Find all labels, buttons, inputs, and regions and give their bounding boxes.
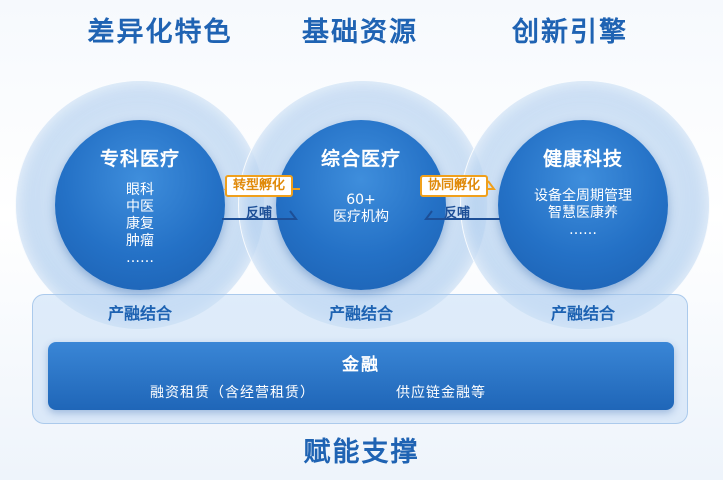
- heading-base-resources: 基础资源: [302, 17, 418, 48]
- list-item: 60+: [346, 192, 376, 208]
- tag-collab-incubation: 协同孵化: [420, 175, 489, 197]
- fusion-label-right: 产融结合: [550, 304, 615, 323]
- circle-general-medical: 综合医疗 60+ 医疗机构: [276, 120, 446, 290]
- fusion-label-left: 产融结合: [107, 304, 172, 323]
- circle-items: 60+ 医疗机构: [276, 192, 446, 226]
- circle-title: 健康科技: [542, 148, 623, 170]
- list-item: ……: [569, 222, 597, 238]
- fusion-label-center: 产融结合: [328, 304, 393, 323]
- list-item: 设备全周期管理: [534, 188, 632, 204]
- list-item: 智慧医康养: [548, 205, 618, 221]
- feedback-arrow-right: [424, 210, 500, 220]
- finance-bar: 金融 融资租赁（含经营租赁） 供应链金融等: [48, 342, 674, 410]
- heading-innovation-engine: 创新引擎: [512, 17, 628, 48]
- circle-title: 专科医疗: [99, 148, 180, 170]
- circle-health-tech: 健康科技 设备全周期管理 智慧医康养 ……: [498, 120, 668, 290]
- circle-title: 综合医疗: [320, 148, 401, 170]
- list-item: 医疗机构: [333, 209, 389, 225]
- list-item: 康复: [126, 216, 154, 232]
- finance-item-leasing: 融资租赁（含经营租赁）: [150, 385, 315, 401]
- list-item: 肿瘤: [126, 233, 154, 249]
- heading-differentiation: 差异化特色: [87, 17, 233, 48]
- circle-items: 眼科 中医 康复 肿瘤 ……: [55, 182, 225, 267]
- heading-enablement-support: 赋能支撑: [303, 437, 420, 468]
- list-item: 眼科: [126, 182, 154, 198]
- circle-items: 设备全周期管理 智慧医康养 ……: [498, 188, 668, 239]
- tag-feedback-right: 反哺: [444, 206, 471, 221]
- list-item: ……: [126, 250, 154, 266]
- finance-title: 金融: [342, 355, 380, 375]
- tag-transform-incubation: 转型孵化: [225, 175, 294, 197]
- tag-feedback-left: 反哺: [246, 206, 273, 221]
- list-item: 中医: [126, 199, 154, 215]
- circle-specialty-medical: 专科医疗 眼科 中医 康复 肿瘤 ……: [55, 120, 225, 290]
- feedback-arrow-left: [222, 210, 298, 220]
- finance-item-supply-chain: 供应链金融等: [396, 385, 486, 401]
